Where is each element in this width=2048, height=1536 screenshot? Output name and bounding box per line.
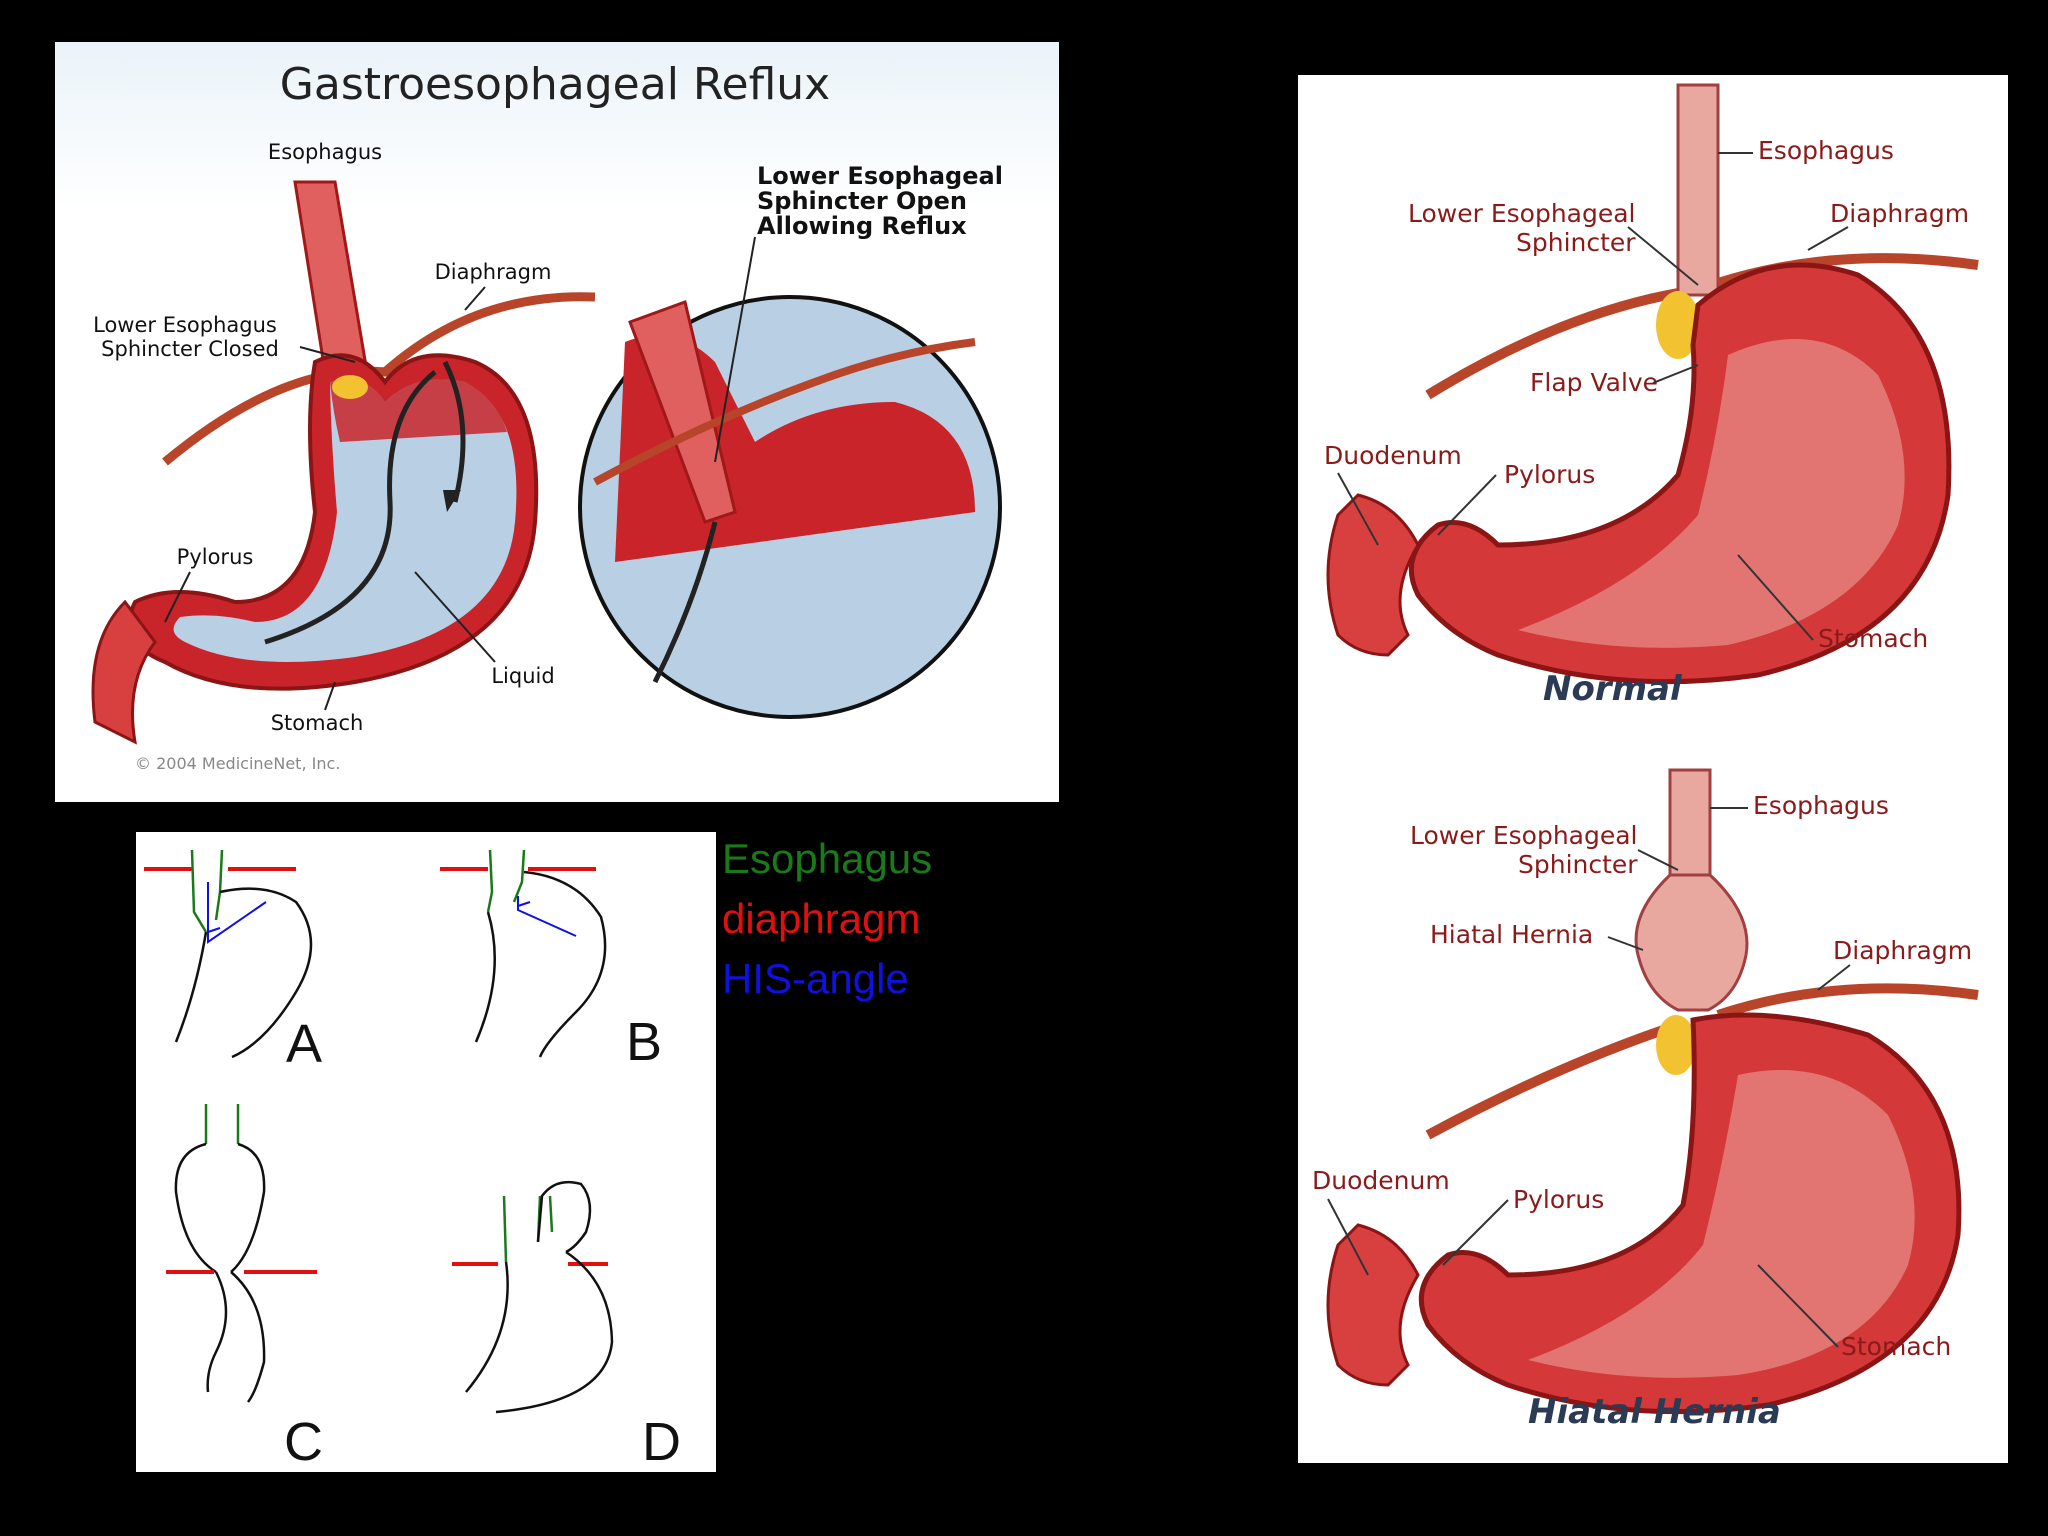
- normal-label-les-line1: Lower Esophageal: [1408, 199, 1636, 228]
- stomach-outline-b: [474, 870, 607, 1058]
- his-angle-a: [207, 882, 267, 944]
- stomach-outline-d: [465, 1250, 614, 1414]
- stomach-liquid: [173, 379, 517, 662]
- stomach-outline-c: [206, 1271, 266, 1403]
- gerd-illustration-panel: Gastroesophageal Reflux Esophagus Diaphr…: [55, 42, 1059, 802]
- diaphragm-band: [162, 292, 596, 466]
- hernia-sac-c: [174, 1142, 266, 1274]
- hernia-caption: Hiatal Hernia: [1528, 1392, 1781, 1432]
- esophagus-line-a-left: [190, 849, 208, 933]
- normal-caption: Normal: [1543, 669, 1683, 709]
- duodenum: [91, 599, 157, 745]
- esophagus-line-b-left: [486, 849, 494, 913]
- label-diaphragm: Diaphragm: [435, 260, 552, 284]
- legend-diaphragm: diaphragm: [722, 895, 921, 942]
- letter-d: D: [642, 1412, 681, 1472]
- hernia-label-esophagus: Esophagus: [1753, 791, 1889, 820]
- schematic-d: D: [452, 1180, 681, 1472]
- normal-label-pylorus: Pylorus: [1504, 460, 1595, 489]
- anatomy-panel: Esophagus Lower Esophageal Sphincter Dia…: [1298, 75, 2008, 1463]
- reflux-flow-arrow: [264, 370, 437, 645]
- schematic-diagrams: A B C D: [144, 849, 681, 1472]
- gerd-title: Gastroesophageal Reflux: [280, 59, 830, 110]
- normal-label-diaphragm: Diaphragm: [1830, 199, 1969, 228]
- hernia-label-diaphragm: Diaphragm: [1833, 936, 1972, 965]
- his-angle-b: [517, 896, 577, 937]
- hernia-leader-lines: [1327, 807, 1851, 1348]
- normal-label-duodenum: Duodenum: [1324, 441, 1462, 470]
- hernia-sac: [1634, 873, 1749, 1012]
- label-les-closed-line1: Lower Esophagus: [93, 313, 277, 337]
- hernia-label-stomach: Stomach: [1841, 1332, 1951, 1361]
- leader-lines: [164, 236, 756, 711]
- schematic-a: A: [144, 849, 322, 1074]
- letter-b: B: [626, 1012, 662, 1072]
- schematic-b: B: [440, 849, 662, 1072]
- normal-label-esophagus: Esophagus: [1758, 136, 1894, 165]
- paraesophageal-hernia-d: [536, 1180, 592, 1254]
- inset-arrow: [652, 521, 718, 684]
- fat-pad: [332, 375, 368, 399]
- label-les-closed-line2: Sphincter Closed: [101, 337, 279, 361]
- normal-esophagus: [1676, 83, 1720, 297]
- hernia-esophagus: [1668, 768, 1712, 877]
- gerd-illustration: Gastroesophageal Reflux Esophagus Diaphr…: [91, 59, 1003, 773]
- normal-fat-pad: [1656, 291, 1700, 359]
- anatomy-illustration: Esophagus Lower Esophageal Sphincter Dia…: [1312, 83, 1979, 1432]
- stomach-outline-a: [174, 887, 313, 1059]
- legend-esophagus: Esophagus: [722, 835, 933, 882]
- label-liquid: Liquid: [491, 664, 554, 688]
- normal-label-les-line2: Sphincter: [1516, 228, 1636, 257]
- label-esophagus: Esophagus: [268, 140, 382, 164]
- hernia-label-duodenum: Duodenum: [1312, 1166, 1450, 1195]
- hernia-stomach-rugae: [1528, 1070, 1915, 1378]
- esophagus-line-b-right: [512, 849, 526, 903]
- normal-duodenum: [1326, 493, 1420, 657]
- hernia-label-les-line2: Sphincter: [1518, 850, 1638, 879]
- hernia-diaphragm: [1425, 983, 1979, 1140]
- hernia-label-hiatal-hernia: Hiatal Hernia: [1430, 920, 1593, 949]
- normal-label-flap-valve: Flap Valve: [1530, 368, 1658, 397]
- legend-his-angle: HIS-angle: [722, 955, 909, 1002]
- schematic-c: C: [166, 1104, 323, 1472]
- hernia-label-les-line1: Lower Esophageal: [1410, 821, 1638, 850]
- label-les-open-line2: Sphincter Open: [757, 187, 967, 215]
- hiatal-hernia-diagram: Esophagus Lower Esophageal Sphincter Hia…: [1312, 768, 1979, 1432]
- reflux-flow-arrow-2: [442, 360, 466, 503]
- letter-a: A: [286, 1014, 322, 1074]
- esophagus-line-d: [502, 1195, 554, 1263]
- hernia-fat-pad: [1656, 1015, 1696, 1075]
- esophagus-tube: [293, 180, 369, 374]
- schematic-panel: A B C D: [136, 832, 716, 1472]
- label-les-open-line3: Allowing Reflux: [757, 212, 967, 240]
- esophagus-line-a-right: [214, 849, 224, 921]
- label-les-open-line1: Lower Esophageal: [757, 162, 1003, 190]
- normal-leader-lines: [1337, 152, 1849, 641]
- hernia-duodenum: [1326, 1223, 1420, 1387]
- inset-diaphragm: [593, 338, 976, 486]
- letter-c: C: [284, 1412, 323, 1472]
- normal-stomach-diagram: Esophagus Lower Esophageal Sphincter Dia…: [1324, 83, 1979, 709]
- hernia-label-pylorus: Pylorus: [1513, 1185, 1604, 1214]
- normal-label-stomach: Stomach: [1818, 624, 1928, 653]
- label-stomach: Stomach: [271, 711, 364, 735]
- inset-esophagus: [628, 300, 737, 524]
- label-pylorus: Pylorus: [177, 545, 254, 569]
- arrow-head: [443, 490, 461, 512]
- schematic-legend: Esophagus diaphragm HIS-angle: [722, 838, 1002, 1018]
- esophagus-line-c: [204, 1104, 240, 1144]
- normal-stomach-rugae: [1518, 339, 1905, 648]
- copyright-text: © 2004 MedicineNet, Inc.: [135, 754, 340, 773]
